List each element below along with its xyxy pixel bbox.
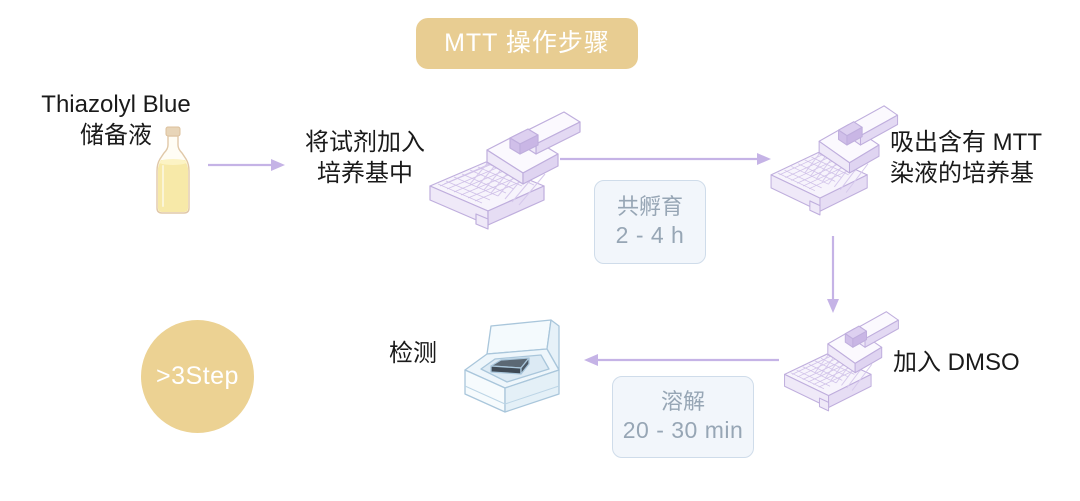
multichannel-pipette-plate-icon-1 [424, 110, 590, 230]
arrow-stock-to-add-reagent [208, 157, 286, 173]
incubation-duration: 2 - 4 h [615, 221, 685, 248]
step-stock-solution-label: Thiazolyl Blue 储备液 [41, 91, 191, 149]
step-add-dmso-label: 加入 DMSO [893, 349, 1020, 376]
incubation-time-box: 共孵育 2 - 4 h [594, 180, 706, 264]
reagent-bottle-icon [150, 126, 196, 216]
step-count-badge-text: >3Step [156, 362, 239, 390]
dissolve-label: 溶解 [660, 389, 705, 415]
plate-reader-icon [455, 316, 571, 418]
multichannel-pipette-plate-icon-3 [780, 310, 906, 412]
diagram-title-text: MTT 操作步骤 [444, 29, 610, 57]
arrow-incubate-right [560, 151, 772, 167]
diagram-title-banner: MTT 操作步骤 [416, 18, 638, 69]
step-detect-label: 检测 [389, 340, 437, 367]
step-count-badge: >3Step [141, 320, 254, 433]
step-add-reagent-label: 将试剂加入 培养基中 [305, 129, 425, 187]
arrow-aspirate-to-dmso [825, 236, 841, 314]
multichannel-pipette-plate-icon-2 [766, 104, 906, 216]
step-aspirate-label: 吸出含有 MTT 染液的培养基 [890, 129, 1042, 187]
arrow-dmso-to-detect [583, 352, 779, 368]
dissolve-time-box: 溶解 20 - 30 min [612, 376, 754, 458]
dissolve-duration: 20 - 30 min [622, 416, 744, 443]
incubation-label: 共孵育 [616, 194, 683, 220]
